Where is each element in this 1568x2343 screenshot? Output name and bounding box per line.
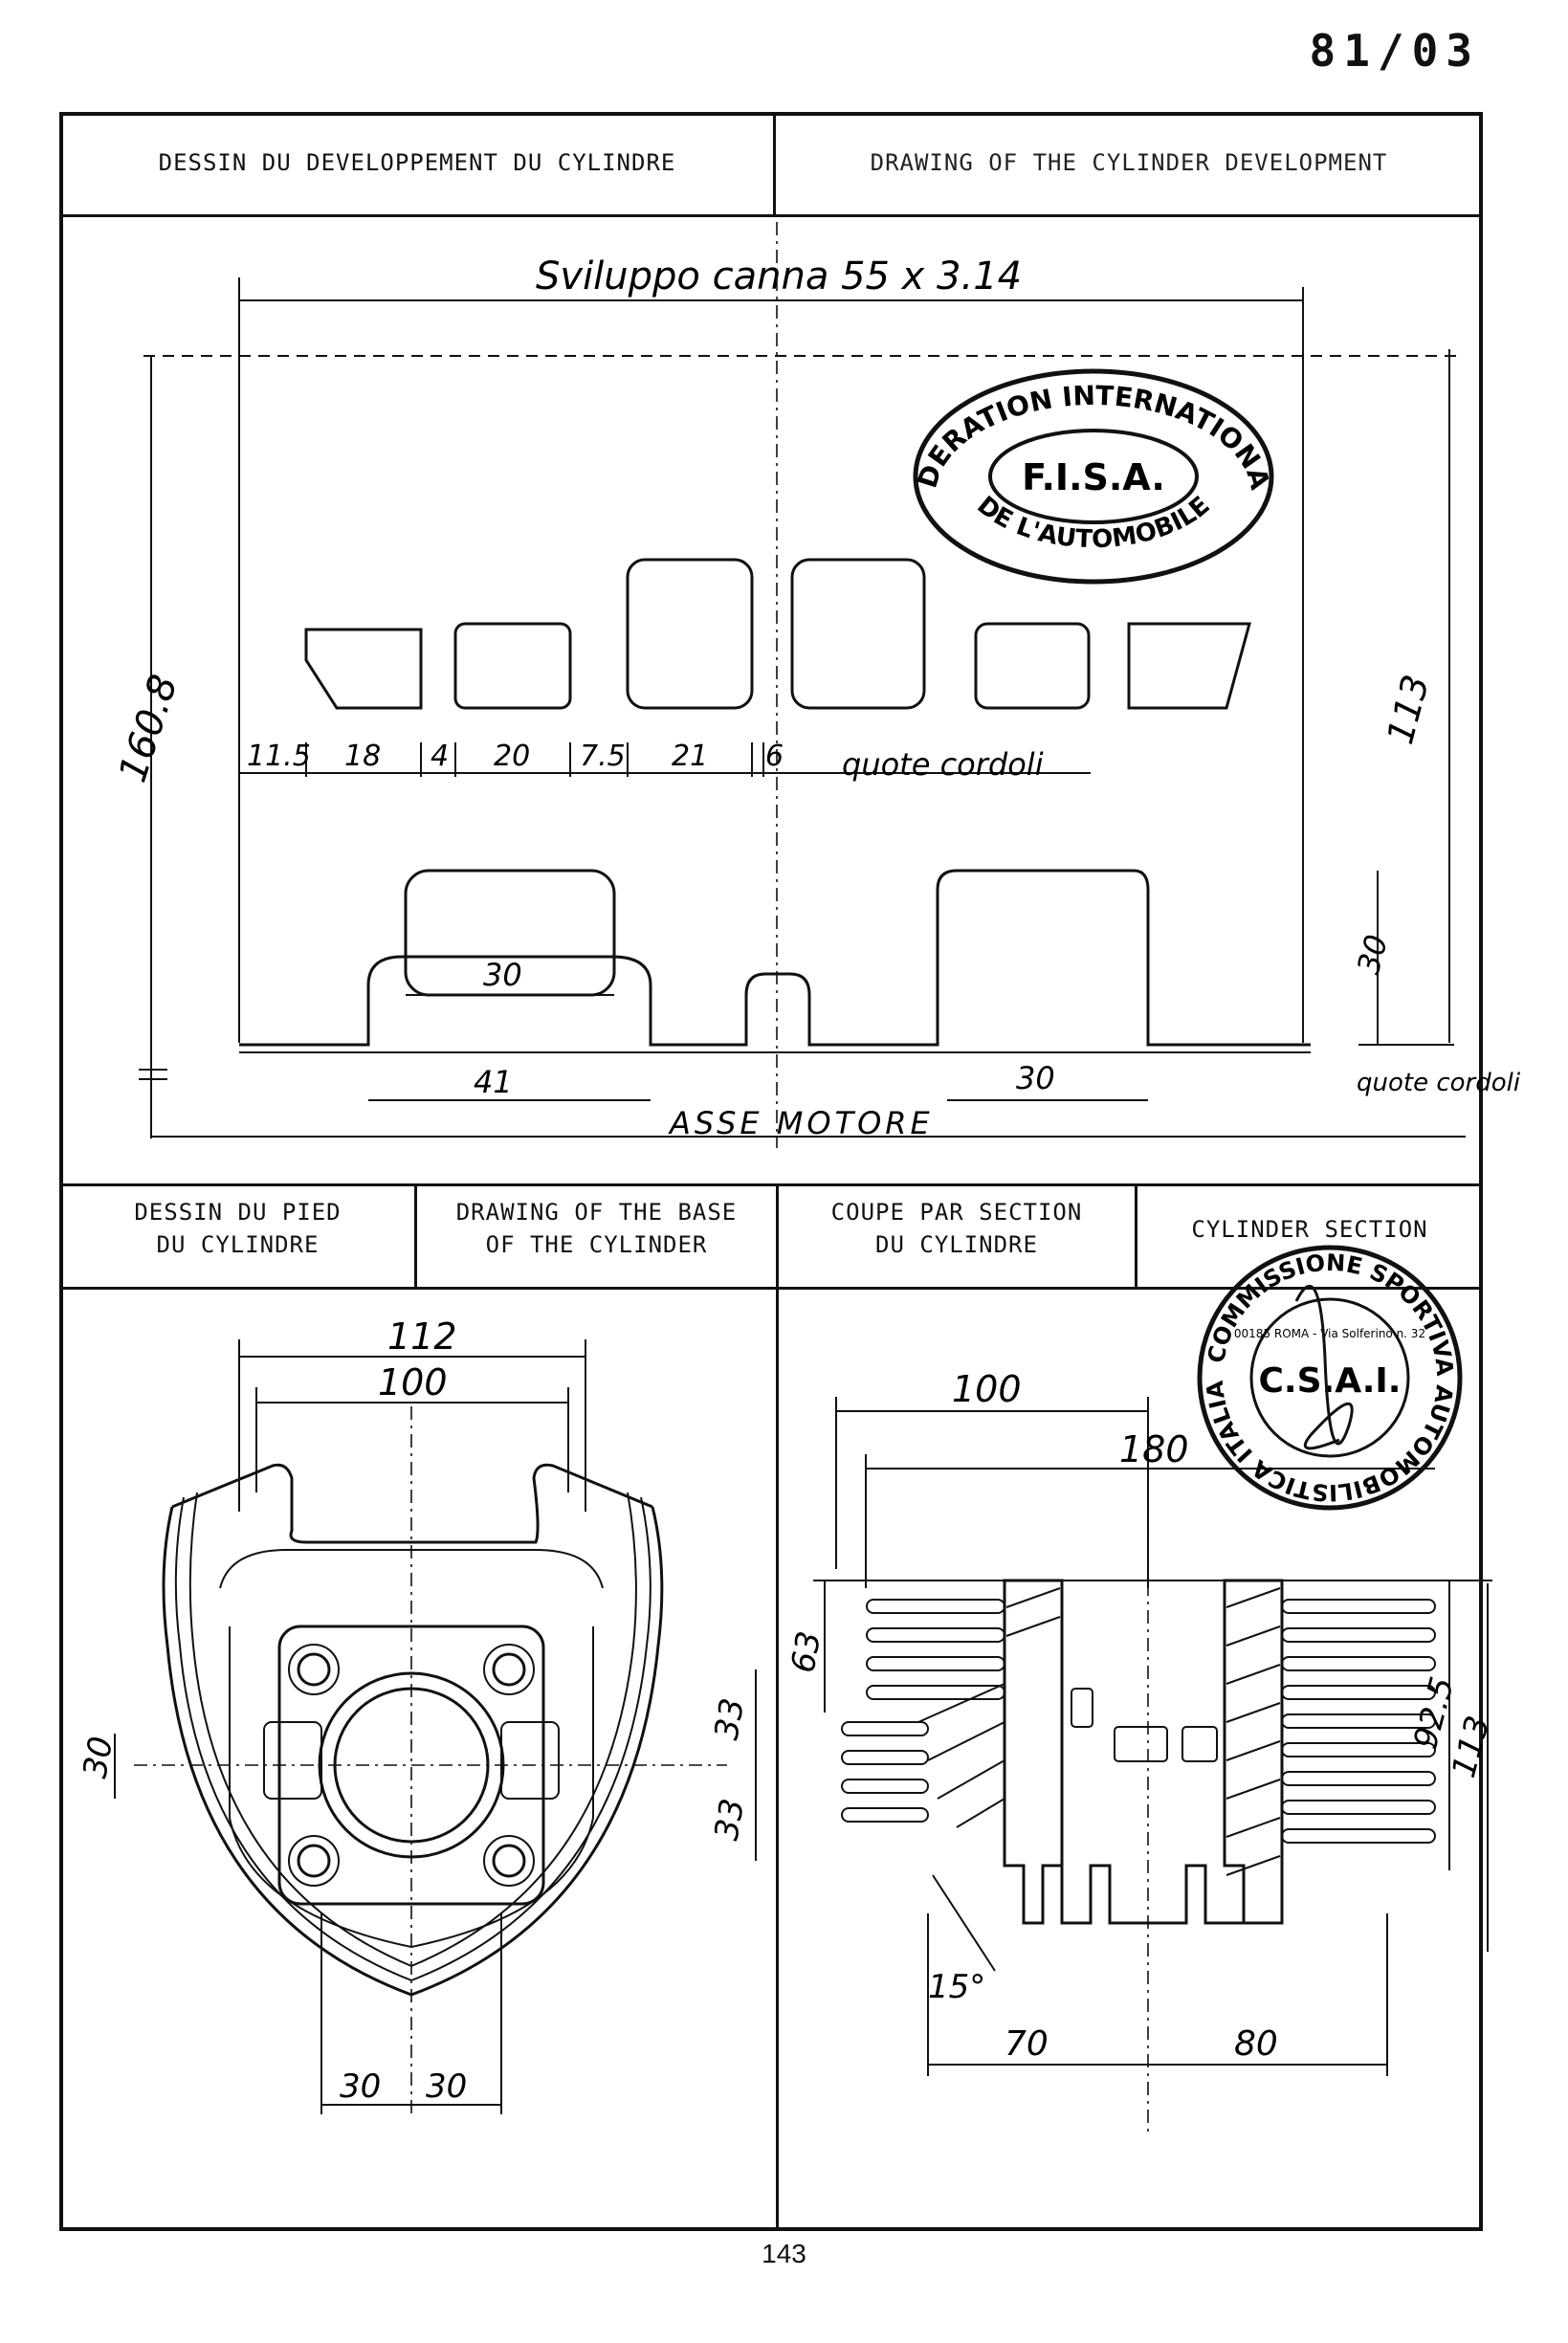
axis-label: ASSE MOTORE [668,1105,934,1141]
csai-address: 00185 ROMA - Via Solferino n. 32 [1234,1327,1425,1340]
bolt-hole-br [492,1844,526,1878]
sec-dim-80: 80 [1234,2024,1278,2064]
port-width-labels: 11.5 18 4 20 7.5 21 6 [247,740,784,773]
band-split-2 [776,1183,779,2231]
lower-port-outline [239,869,1311,1047]
port-2 [453,622,572,710]
sec-dim-113: 113 [1445,1712,1497,1781]
fia-center: F.I.S.A. [1022,456,1165,498]
dim-33b: 33 [707,1796,752,1844]
dim-41: 41 [474,1064,513,1100]
port-4 [790,558,926,710]
dim-title: Sviluppo canna 55 x 3.14 [536,254,1022,298]
port-5 [974,622,1091,710]
drawing-frame [59,112,1483,2231]
pw-7: 6 [765,740,784,773]
band-split-1 [414,1183,417,1287]
bolt-hole-bl [297,1844,331,1878]
sec-dim-70: 70 [1005,2024,1049,2064]
dim-30-upper: 30 [483,957,522,993]
bolt-hole-tl [297,1652,331,1687]
section-divider-top [59,1183,1483,1186]
section-divider-bottom [59,1287,1483,1290]
section-hatching [917,1587,1281,1876]
dim-33a: 33 [707,1695,752,1743]
header-divider [59,214,1483,217]
port-3 [626,558,754,710]
fins-left [841,1599,1005,1823]
csai-stamp: COMMISSIONE SPORTIVA AUTOMOBILISTICA ITA… [1186,1234,1463,1511]
band-split-3 [1135,1183,1137,1287]
pw-1: 11.5 [247,740,311,773]
note-rings-2: quote cordoli [1357,1069,1521,1097]
pw-3: 4 [431,740,449,773]
pw-6: 21 [672,740,708,773]
signature-mark [1294,1284,1354,1450]
dim-30-right-base: 30 [426,2067,467,2106]
sec-angle: 15° [928,1968,985,2006]
page-code: 81/03 [1309,25,1480,77]
fins-right [1281,1599,1436,1844]
page-number: 143 [762,2239,806,2268]
header-development-fr: DESSIN DU DEVELOPPEMENT DU CYLINDRE [158,149,676,176]
dim-100: 100 [378,1361,448,1404]
port-1 [304,628,423,710]
pw-2: 18 [344,740,381,773]
sec-dim-100: 100 [952,1368,1022,1410]
note-rings: quote cordoli [842,746,1044,783]
dim-30-left: 30 [340,2067,381,2106]
bolt-hole-tr [492,1652,526,1687]
fia-stamp: FEDERATION INTERNATIONALE DE L'AUTOMOBIL… [907,362,1276,585]
dim-112: 112 [387,1315,457,1358]
csai-center: C.S.A.I. [1259,1361,1402,1401]
header-split [773,112,776,214]
port-6 [1127,622,1251,710]
header-section-en: CYLINDER SECTION [1191,1216,1428,1243]
pw-5: 7.5 [580,740,626,773]
header-development-en: DRAWING OF THE CYLINDER DEVELOPMENT [870,149,1388,176]
dim-30-lower: 30 [1016,1060,1055,1096]
dim-30-side: 30 [76,1734,121,1781]
sec-dim-180: 180 [1119,1428,1189,1470]
pw-4: 20 [494,740,530,773]
sec-dim-63: 63 [784,1628,828,1676]
